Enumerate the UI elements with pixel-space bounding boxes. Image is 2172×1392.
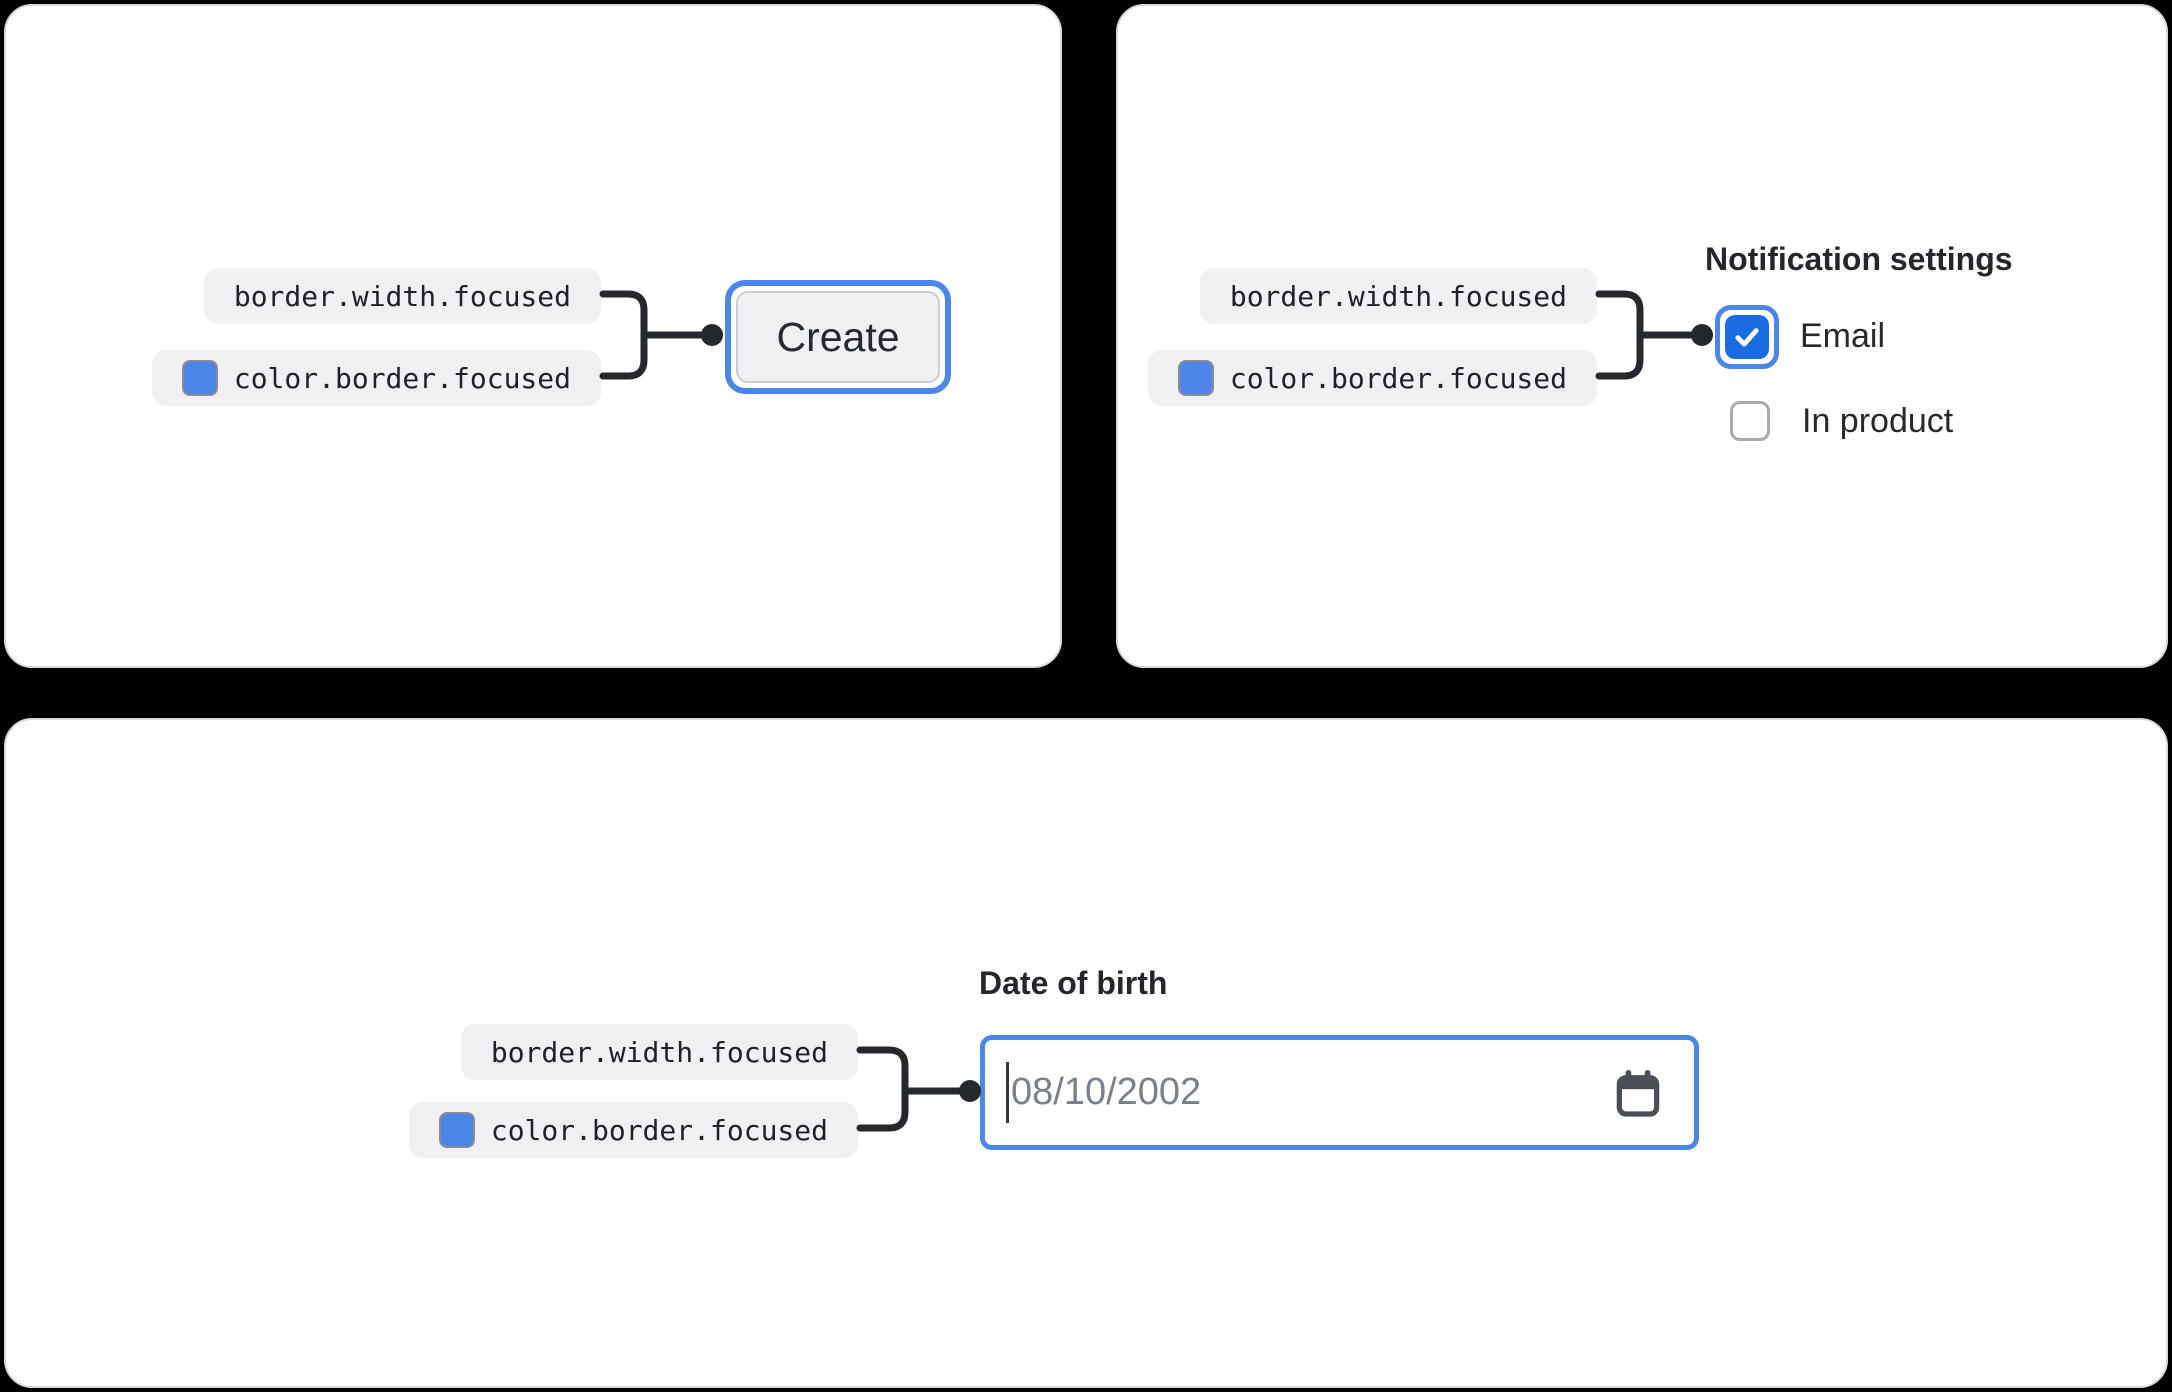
color-swatch [1177, 360, 1214, 396]
date-of-birth-label: Date of birth [979, 965, 1168, 1001]
date-of-birth-input[interactable] [1011, 1040, 1571, 1145]
token-chip-border-color: color.border.focused [1147, 350, 1597, 406]
token-chip-border-width: border.width.focused [1199, 268, 1597, 324]
token-chip-label: border.width.focused [233, 279, 571, 313]
button-focus-ring: Create [725, 280, 951, 394]
email-checkbox[interactable] [1725, 315, 1769, 359]
card-datefield-example: Date of birth border.width.focused color… [4, 718, 2168, 1388]
card-checkbox-example: border.width.focused color.border.focuse… [1116, 4, 2168, 668]
calendar-icon[interactable] [1616, 1069, 1660, 1117]
token-chip-label: color.border.focused [233, 361, 571, 395]
email-checkbox-label[interactable]: Email [1800, 317, 1886, 355]
in-product-checkbox[interactable] [1730, 401, 1770, 441]
create-button[interactable]: Create [736, 291, 940, 383]
color-swatch [181, 360, 218, 396]
in-product-checkbox-label[interactable]: In product [1802, 402, 1954, 440]
token-chip-border-color: color.border.focused [151, 350, 601, 406]
token-chip-label: border.width.focused [1229, 279, 1567, 313]
token-chip-label: border.width.focused [490, 1035, 828, 1069]
token-chip-label: color.border.focused [490, 1113, 828, 1147]
color-swatch [438, 1112, 475, 1148]
checkbox-focus-ring [1715, 305, 1779, 369]
date-of-birth-input-wrapper [980, 1035, 1699, 1150]
token-chip-border-width: border.width.focused [460, 1024, 858, 1080]
text-cursor [1006, 1062, 1009, 1123]
checkmark-icon [1735, 328, 1759, 347]
token-chip-label: color.border.focused [1229, 361, 1567, 395]
card-button-example: border.width.focused color.border.focuse… [4, 4, 1062, 668]
token-chip-border-width: border.width.focused [203, 268, 601, 324]
token-chip-border-color: color.border.focused [408, 1102, 858, 1158]
notification-settings-heading: Notification settings [1705, 241, 2013, 277]
